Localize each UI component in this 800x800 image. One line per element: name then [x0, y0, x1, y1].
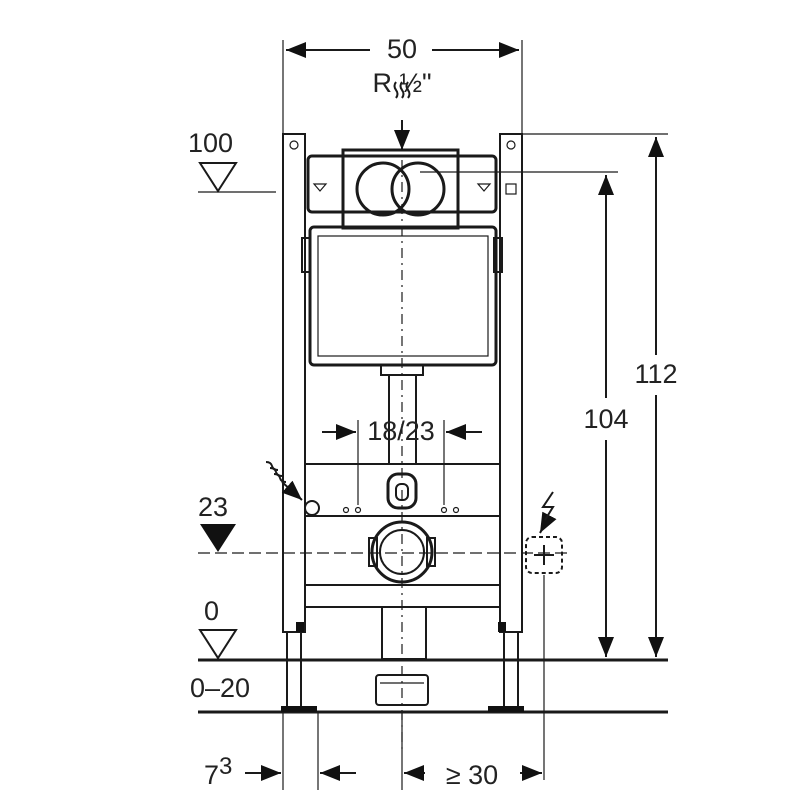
socket-box [525, 536, 563, 574]
clearance-label: ≥ 30 [446, 760, 498, 790]
level-0-marker [198, 629, 238, 660]
water-inlet-connector [304, 500, 320, 516]
level-markers [198, 162, 238, 660]
dimension-labels: 50 R ½" 100 23 0 0–20 112 104 18/23 73 ≥… [188, 34, 678, 790]
level-100-marker [198, 162, 238, 193]
cistern-level-marks [312, 183, 517, 195]
inlet-arrow [281, 480, 303, 501]
drain-inner [379, 529, 425, 575]
frame-uprights [281, 133, 524, 712]
spacing-label: 18/23 [367, 416, 435, 446]
level-23-label: 23 [198, 492, 228, 522]
left-foot-plate [281, 706, 317, 712]
right-foot-plate [488, 706, 524, 712]
power-socket [525, 536, 563, 574]
waste-pipe [381, 606, 427, 660]
right-foot [503, 631, 519, 709]
right-mount-hole [506, 140, 516, 150]
floor-lines [198, 658, 668, 714]
left-upright [282, 133, 306, 633]
level-23-marker [200, 524, 236, 552]
offset-superscript: 3 [219, 753, 232, 780]
flush-plate-opening [341, 148, 460, 230]
left-mount-hole [289, 140, 299, 150]
cistern-side-clip-right [493, 237, 503, 273]
left-foot [286, 631, 302, 709]
dimension-arrows [245, 42, 664, 781]
flush-button-right [390, 161, 446, 217]
height-112-label: 112 [634, 359, 677, 389]
reference-lines [198, 40, 668, 790]
level-0-label: 0 [204, 596, 219, 626]
flush-button-left [355, 161, 411, 217]
level-100-label: 100 [188, 128, 233, 158]
offset-label: 7 [204, 760, 219, 790]
water-wave-icon [265, 461, 287, 483]
lightning-bolt-icon [541, 491, 555, 521]
power-arrow [539, 511, 557, 534]
width-label: 50 [387, 34, 417, 64]
cistern-panel [317, 235, 489, 357]
right-upright [499, 133, 523, 633]
range-label: 0–20 [190, 673, 250, 703]
water-wave-icon [393, 81, 411, 99]
flush-pipe [388, 375, 417, 465]
cistern-side-clip-left [301, 237, 311, 273]
supply-thread-label: R ½" [372, 68, 431, 98]
height-104-label: 104 [583, 404, 628, 434]
right-foot-clamp [498, 622, 506, 632]
svg-text:73: 73 [204, 753, 232, 790]
cistern-body [308, 225, 498, 367]
left-foot-clamp [296, 622, 304, 632]
